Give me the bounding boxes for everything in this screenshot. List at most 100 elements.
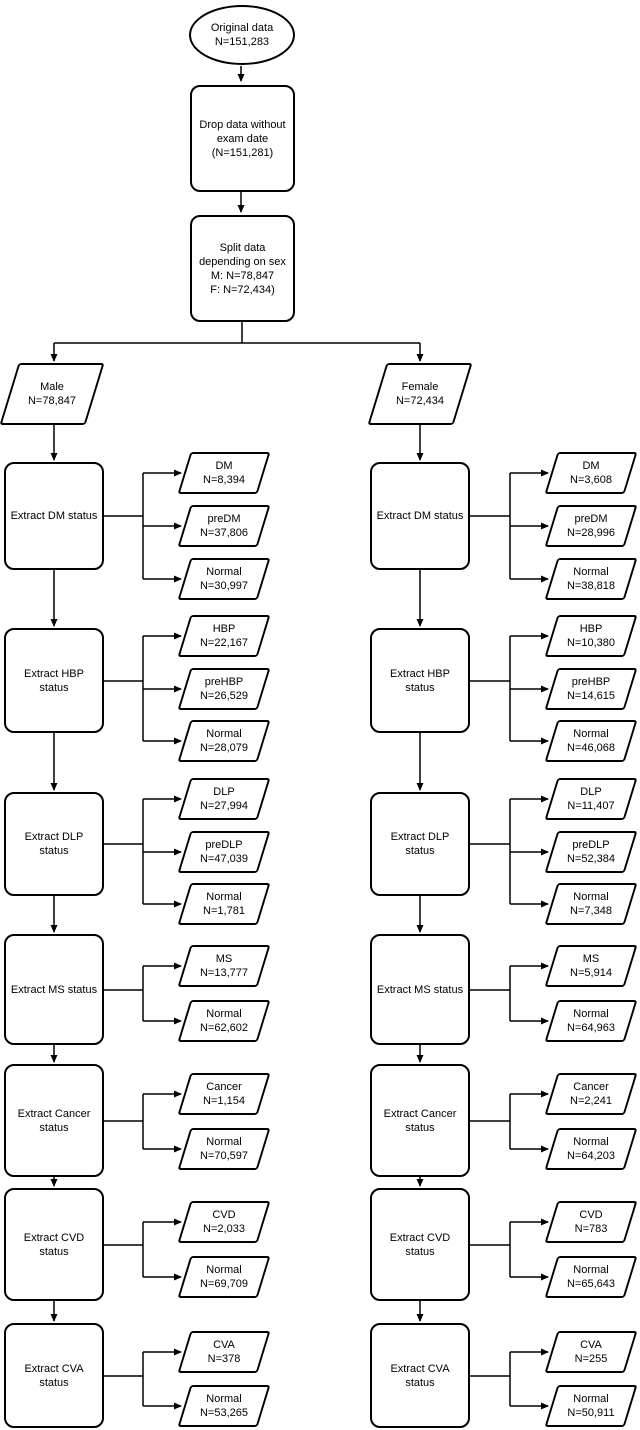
process-node-male-cvd-line: Extract CVD <box>23 1231 85 1244</box>
process-node-female-dlp-line: status <box>405 845 435 857</box>
process-node-male-cancer-line: status <box>39 1121 69 1134</box>
output-node-male-ms-0-line: N=13,777 <box>199 967 248 979</box>
output-node-female-dm-2-line: N=38,818 <box>566 580 615 592</box>
output-node-female-hbp-1: preHBP N=14,615 <box>544 668 638 710</box>
output-node-female-dm-1-line: preDM <box>574 513 608 525</box>
process-node-female-cva-line: status <box>405 1376 435 1389</box>
process-node-male-dm-line: Extract DM status <box>10 510 98 522</box>
process-node-female-dm: Extract DM status <box>370 462 470 570</box>
process-node-female-ms-line: Extract MS status <box>376 983 464 996</box>
output-node-male-dlp-2-line: Normal <box>206 891 242 903</box>
process-node-female-cvd-line: status <box>405 1245 435 1258</box>
output-node-male-hbp-0-text: HBP N=22,167 <box>176 615 272 657</box>
process-node-male-ms: Extract MS status <box>4 934 104 1045</box>
process-node-female-cancer-line: status <box>405 1121 435 1134</box>
output-node-female-dlp-1-line: N=52,384 <box>566 853 615 865</box>
output-node-male-cancer-0-line: Cancer <box>206 1081 242 1093</box>
process-node-female-hbp-line: status <box>405 681 435 694</box>
output-node-male-hbp-1-line: preHBP <box>204 676 244 688</box>
output-node-female-dm-0-line: DM <box>582 460 600 472</box>
process-node-male-dlp-line: status <box>39 845 69 857</box>
output-node-male-cancer-1-line: Normal <box>206 1136 242 1148</box>
output-node-female-cancer-1-line: N=64,203 <box>566 1150 615 1162</box>
output-node-female-cancer-0-line: Cancer <box>573 1081 609 1093</box>
output-node-female-dlp-0-line: N=11,407 <box>567 800 615 812</box>
output-node-female-dm-0-line: N=3,608 <box>570 474 612 486</box>
output-node-female-cvd-1-line: N=65,643 <box>566 1278 615 1290</box>
output-node-male-hbp-0-line: HBP <box>212 623 236 635</box>
process-node-female-dm-line: Extract DM status <box>376 510 464 522</box>
output-node-male-cva-0-line: N=378 <box>207 1353 241 1365</box>
output-node-female-ms-1-line: N=64,963 <box>566 1022 615 1034</box>
output-node-female-dlp-1-line: preDLP <box>572 839 610 851</box>
output-node-female-hbp-1-line: preHBP <box>571 676 611 688</box>
output-node-female-dm-0: DM N=3,608 <box>544 452 638 494</box>
output-node-male-ms-0-line: MS <box>215 953 233 965</box>
process-node-male-cancer-line: Extract Cancer <box>17 1107 91 1120</box>
process-node-male-dm: Extract DM status <box>4 462 104 570</box>
process-node-male-hbp-line: status <box>39 681 69 694</box>
output-node-male-cva-1-line: Normal <box>206 1393 242 1405</box>
output-node-female-cva-0-line: CVA <box>580 1339 602 1351</box>
output-node-male-hbp-0-line: N=22,167 <box>199 637 248 649</box>
output-node-female-hbp-1-line: N=14,615 <box>566 690 615 702</box>
process-node-female-ms: Extract MS status <box>370 934 470 1045</box>
output-node-male-ms-0: MS N=13,777 <box>177 945 271 987</box>
output-node-male-cva-1-line: N=53,265 <box>199 1407 248 1419</box>
output-node-male-dm-2-line: N=30,997 <box>199 580 248 592</box>
output-node-male-dlp-2-line: N=1,781 <box>203 905 245 917</box>
process-node-female-dlp-line: Extract DLP <box>390 831 450 843</box>
output-node-female-ms-0-line: N=5,914 <box>570 967 612 979</box>
process-node-male-cva-line: Extract CVA <box>24 1362 84 1375</box>
output-node-female-dlp-1: preDLP N=52,384 <box>544 831 638 873</box>
process-node-female-hbp-line: Extract HBP <box>390 667 450 680</box>
output-node-female-cvd-0-line: CVD <box>579 1209 603 1221</box>
process-node-male-dlp: Extract DLP status <box>4 792 104 896</box>
start-node-line: N=151,283 <box>214 36 270 48</box>
output-node-female-hbp-1-text: preHBP N=14,615 <box>543 668 639 710</box>
output-node-male-ms-1-line: Normal <box>206 1008 242 1020</box>
process-node-female-cva-line: Extract CVA <box>390 1362 450 1375</box>
output-node-male-hbp-2-line: N=28,079 <box>199 742 248 754</box>
output-node-female-ms-1-line: Normal <box>573 1008 609 1020</box>
output-node-male-dlp-0-line: DLP <box>213 786 235 798</box>
output-node-male-ms-0-text: MS N=13,777 <box>176 945 272 987</box>
output-node-male-dm-1-line: preDM <box>207 513 241 525</box>
start-node-line: Original data <box>210 22 274 34</box>
process-node-male-dlp-line: Extract DLP <box>24 831 84 843</box>
